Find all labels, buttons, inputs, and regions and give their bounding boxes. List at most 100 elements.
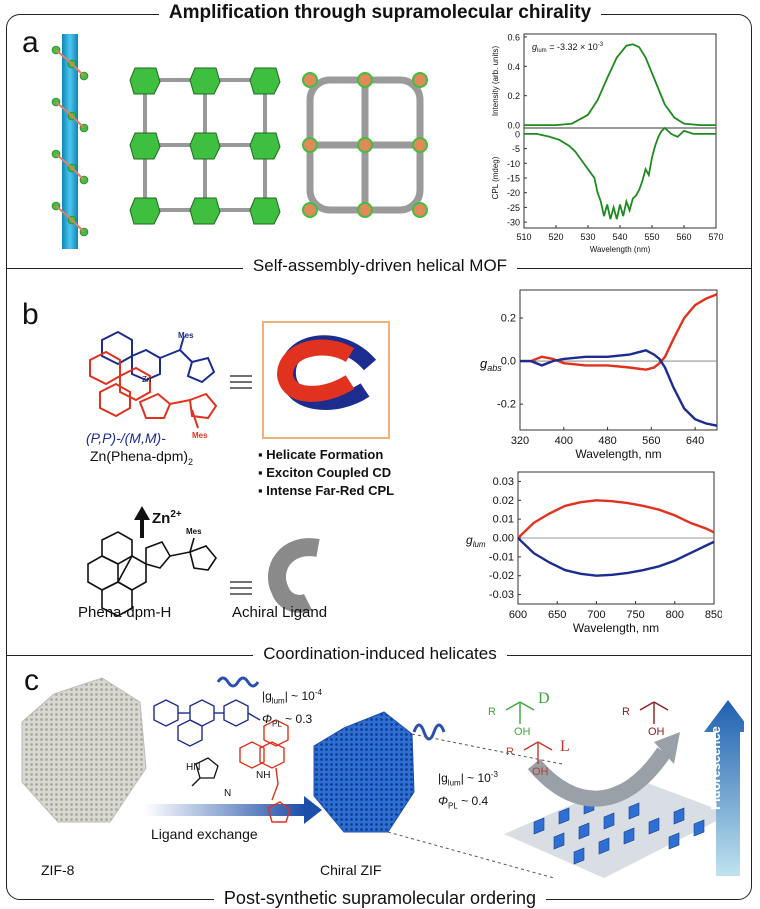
series-line-b-top-1 — [520, 349, 718, 427]
fluorescence-arrow-icon — [704, 700, 744, 876]
xtick-label-b-bottom: 600 — [509, 609, 527, 621]
ytick-label-b-top: 0.2 — [501, 313, 516, 325]
zn-ion-label: Zn2+ — [152, 509, 182, 527]
series-line-a-bottom-0 — [524, 126, 716, 220]
zif-ligand-metrics: |glum| ~ 10-4 ΦPL ~ 0.3 — [262, 684, 322, 734]
ytick-label-b-bottom: 0.02 — [493, 495, 514, 507]
atom-n-imidazole: N — [224, 788, 232, 799]
zif-scheme-illustration — [21, 676, 744, 879]
y-axis-label-a-bottom: CPL (mdeg) — [491, 156, 500, 199]
complex-stereo-label: (P,P)-/(M,M)- — [86, 430, 166, 446]
mes-label-top: Mes — [178, 331, 194, 340]
ytick-label-a-top: 0.6 — [507, 32, 520, 42]
helicate-features-list: ▪ Helicate Formation ▪ Exciton Coupled C… — [258, 446, 394, 500]
atom-r-l: R — [506, 746, 514, 758]
chiral-zif-crystal-icon — [313, 711, 415, 833]
achiral-ligand-icon — [267, 538, 320, 613]
helicate-box — [262, 321, 390, 439]
series-line-a-top-0 — [524, 43, 716, 126]
xtick-label-b-top: 400 — [555, 435, 573, 447]
y-axis-label-a-top: Intensity (arb. units) — [491, 46, 500, 117]
ytick-label-a-top: 0.4 — [507, 62, 520, 72]
helicate-scheme-illustration: Mes Zn Mes Mes — [87, 321, 390, 617]
ytick-label-b-bottom: 0.00 — [493, 533, 514, 545]
glum-ligand: |glum| ~ 10-4 — [262, 688, 322, 706]
caption-c: Post-synthetic supramolecular ordering — [0, 888, 760, 909]
fluorescence-label: Fluorescence — [708, 726, 723, 810]
bullet-helicate: ▪ Helicate Formation — [258, 447, 384, 462]
ytick-label-b-bottom: -0.02 — [489, 570, 514, 582]
dashed-line-top — [411, 733, 563, 765]
xtick-label-b-top: 560 — [642, 435, 660, 447]
y-axis-label-gabs: gabs — [480, 356, 502, 373]
product-acid-icon — [639, 701, 669, 724]
equals-icon-2 — [230, 581, 252, 595]
ytick-label-b-top: -0.2 — [497, 399, 516, 411]
curved-arrow-head-icon — [654, 732, 680, 764]
bullet-exciton: ▪ Exciton Coupled CD — [258, 465, 392, 480]
xtick-label-b-top: 320 — [511, 435, 529, 447]
ytick-label-a-bottom: -25 — [507, 203, 520, 213]
ytick-label-b-bottom: -0.03 — [489, 589, 514, 601]
complex-name-label: Zn(Phena-dpm)2 — [90, 448, 194, 467]
zn-label: Zn — [142, 375, 151, 384]
zif8-crystal-icon — [21, 677, 147, 823]
plot-frame-a-bottom — [523, 127, 717, 229]
xtick-label-b-bottom: 650 — [548, 609, 566, 621]
xtick-label-b-bottom: 700 — [587, 609, 605, 621]
atom-nh-ligand: NH — [256, 770, 271, 781]
series-line-b-bottom-0 — [517, 499, 715, 539]
xtick-label-b-bottom: 750 — [626, 609, 644, 621]
xtick-label-a-bottom: 520 — [548, 232, 563, 242]
surface-plane — [504, 778, 730, 878]
panel-label-b: b — [22, 298, 39, 331]
atom-hn-imidazole: HN — [186, 762, 201, 773]
atom-oh-l: OH — [532, 766, 549, 778]
xtick-label-a-bottom: 560 — [676, 232, 691, 242]
helix-rod-icon — [51, 34, 89, 249]
ytick-label-a-top: 0.0 — [507, 121, 520, 131]
ytick-label-b-top: 0.0 — [501, 356, 516, 368]
helicate-ribbon-icon — [276, 335, 377, 410]
panel-label-a: a — [22, 26, 39, 59]
ytick-label-a-bottom: 0 — [515, 129, 520, 139]
phi-zif: ΦPL ~ 0.4 — [438, 794, 489, 811]
zif8-label: ZIF-8 — [41, 862, 75, 878]
d-label: D — [538, 690, 550, 707]
emission-wave-icon-2 — [412, 723, 446, 741]
series-line-b-top-0 — [520, 293, 718, 371]
curved-arrow-icon — [527, 747, 671, 807]
xtick-label-a-bottom: 510 — [516, 232, 531, 242]
phi-ligand: ΦPL ~ 0.3 — [262, 712, 313, 729]
xtick-label-b-top: 480 — [598, 435, 616, 447]
dashed-line-bottom — [387, 831, 555, 879]
glum-zif: |glum| ~ 10-3 — [438, 770, 498, 788]
ytick-label-b-bottom: 0.03 — [493, 476, 514, 488]
zn-complex-structure-icon — [89, 330, 218, 429]
up-arrow-icon — [134, 506, 150, 538]
surface-pillars-icon — [533, 787, 705, 865]
d-amino-acid-icon — [505, 701, 535, 724]
y-axis-label-glum: glum — [466, 533, 486, 549]
atom-r-d: R — [488, 706, 496, 718]
atom-oh-product: OH — [648, 726, 665, 738]
panel-label-c: c — [24, 664, 39, 697]
green-polyhedra-grid-icon — [129, 67, 281, 225]
xtick-label-a-bottom: 550 — [644, 232, 659, 242]
equals-icon — [230, 375, 252, 389]
x-axis-label-a-bottom: Wavelength (nm) — [590, 245, 651, 254]
xtick-label-a-bottom: 570 — [708, 232, 723, 242]
ytick-label-b-bottom: -0.01 — [489, 551, 514, 563]
ytick-label-a-bottom: -5 — [512, 144, 520, 154]
l-amino-acid-icon — [523, 741, 553, 764]
xtick-label-b-bottom: 850 — [705, 609, 722, 621]
chiral-ligand-structure-icon — [153, 699, 291, 823]
ytick-label-a-bottom: -10 — [507, 159, 520, 169]
ligand-exchange-label: Ligand exchange — [151, 826, 258, 842]
ytick-label-a-top: 0.2 — [507, 91, 520, 101]
x-axis-label-b-bottom: Wavelength, nm — [573, 621, 659, 635]
l-label: L — [560, 738, 570, 755]
grey-framework-icon — [302, 72, 428, 218]
